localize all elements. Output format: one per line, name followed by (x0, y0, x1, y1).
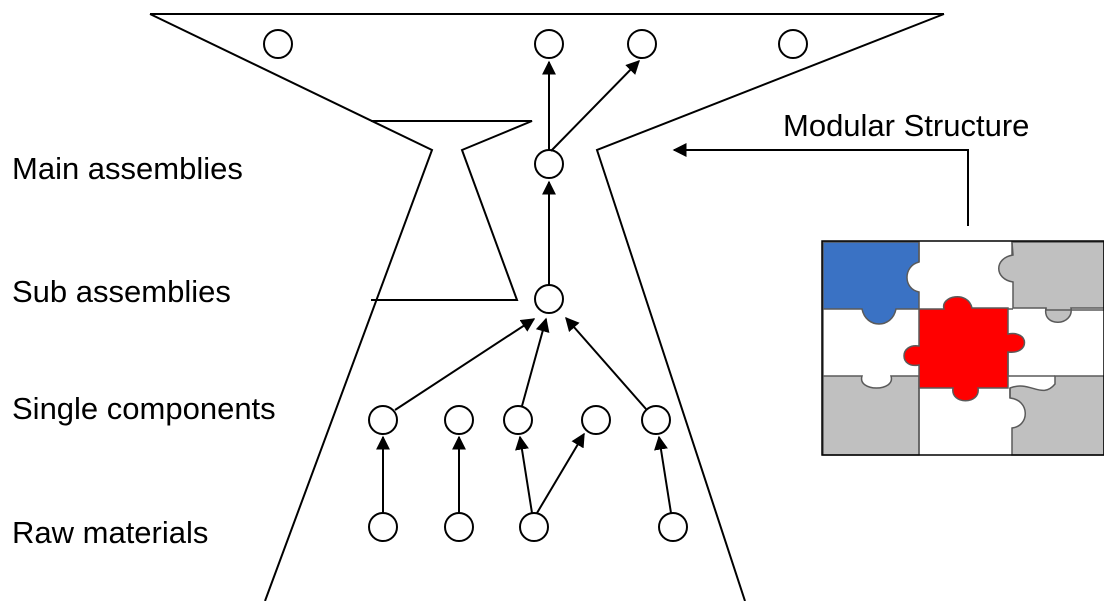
single-component-node-5 (641, 405, 671, 435)
arrow-raw3-to-single4 (536, 432, 585, 514)
arrow-single1-to-sub (394, 318, 536, 411)
puzzle-piece-gray-bottom-left (822, 375, 920, 456)
inner-trapezoid (371, 120, 533, 301)
raw-material-node-1 (368, 512, 398, 542)
puzzle-seams (822, 242, 1104, 455)
end-product-node-4 (778, 29, 808, 59)
puzzle-image-border (821, 240, 1104, 456)
raw-material-node-3 (519, 512, 549, 542)
funnel-right-edge (595, 13, 945, 601)
single-components-label: Single components (12, 391, 276, 426)
puzzle-piece-red (903, 296, 1026, 402)
single-component-node-2 (444, 405, 474, 435)
sub-assemblies-label: Sub assemblies (12, 274, 231, 309)
raw-material-node-4 (658, 512, 688, 542)
end-product-node-3 (627, 29, 657, 59)
sub-assembly-node (534, 284, 564, 314)
arrow-raw4-to-single5 (654, 435, 672, 514)
arrow-main-to-end3 (550, 59, 640, 152)
modular-structure-pointer (672, 143, 969, 226)
modular-structure-label: Modular Structure (783, 108, 1030, 143)
single-component-node-3 (503, 405, 533, 435)
puzzle-piece-gray-bottom-right (1009, 375, 1104, 456)
arrow-single5-to-sub (565, 316, 647, 410)
puzzle-piece-blue (822, 241, 920, 325)
raw-materials-label: Raw materials (12, 515, 209, 550)
arrow-raw3-to-single3 (515, 435, 533, 514)
main-assembly-node (534, 149, 564, 179)
single-component-node-4 (581, 405, 611, 435)
raw-material-node-2 (444, 512, 474, 542)
main-assemblies-label: Main assemblies (12, 151, 243, 186)
funnel-left-edge (149, 13, 434, 601)
end-product-node-2 (534, 29, 564, 59)
end-product-node-1 (263, 29, 293, 59)
arrow-single3-to-sub (521, 317, 550, 407)
puzzle-image (821, 240, 1104, 456)
funnel-outline (149, 13, 945, 601)
structure-nodes (263, 29, 808, 542)
structure-arrows (376, 59, 969, 514)
single-component-node-1 (368, 405, 398, 435)
